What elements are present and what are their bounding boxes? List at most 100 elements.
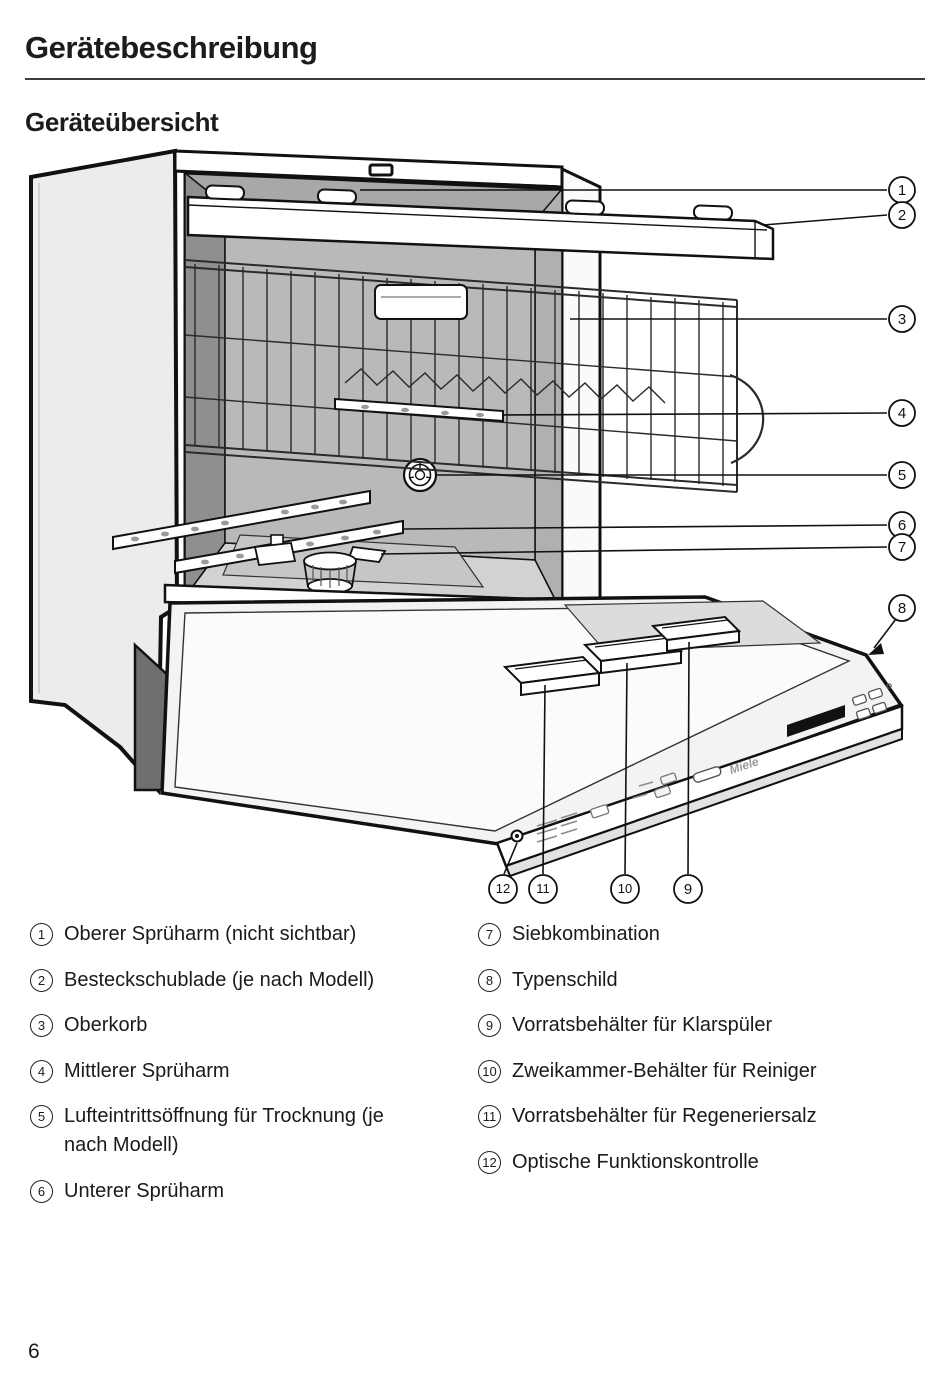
legend-label-7: Siebkombination [512,923,660,945]
legend-num-6: 6 [30,1179,53,1203]
legend-num-10: 10 [478,1059,501,1083]
middle-spray-arm [334,397,504,423]
legend-item-12: 12 Optische Funktionskontrolle [478,1148,930,1177]
legend-num-11: 11 [478,1105,501,1129]
legend-item-1: 1 Oberer Sprüharm (nicht sichtbar) [30,920,478,949]
callout-5: 5 [888,461,916,489]
leader-line-12 [503,842,518,875]
leader-line-7 [380,546,888,555]
rinse-aid-container-lid [650,615,742,653]
page-header: Gerätebeschreibung Geräteübersicht [25,30,925,138]
leader-line-4 [501,412,888,416]
legend-num-8: 8 [478,968,501,992]
legend-item-9: 9 Vorratsbehälter für Klarspüler [478,1011,930,1040]
svg-text:1: 1 [898,182,906,199]
svg-text:5: 5 [898,467,906,484]
leader-line-2 [762,214,888,226]
svg-text:11: 11 [536,881,550,896]
callout-1: 1 [888,176,916,204]
callout-7: 7 [888,533,916,561]
leader-line-11 [542,684,546,875]
legend-num-3: 3 [30,1014,53,1038]
panel-micro-text [536,812,578,843]
indicator-lights [632,772,677,799]
leader-line-10 [624,662,628,875]
legend-item-3: 3 Oberkorb [30,1011,478,1040]
legend-num-7: 7 [478,923,501,946]
leader-lines [360,189,897,875]
legend-left-column: 1 Oberer Sprüharm (nicht sichtbar) 2 Beste… [30,920,478,1222]
svg-text:6: 6 [898,517,906,534]
legend-num-5: 5 [30,1105,53,1129]
salt-container-lid [502,655,602,697]
legend-item-10: 10 Zweikammer-Behälter für Reiniger [478,1057,930,1086]
svg-text:7: 7 [898,539,906,556]
section-title: Geräteübersicht [25,107,219,137]
header-rule [25,78,925,80]
page-title: Gerätebeschreibung [25,30,318,65]
legend-item-6: 6 Unterer Sprüharm [30,1177,478,1206]
callout-2: 2 [888,201,916,229]
basket-handle-plate [374,284,468,320]
tub-right-wall [534,186,563,614]
panel-buttons [851,683,892,720]
legend-num-2: 2 [30,968,53,992]
dishwasher-diagram: Miele [25,145,925,905]
legend-label-11: Vorratsbehälter für Regeneriersalz [512,1105,817,1128]
callout-9: 9 [673,874,703,904]
legend-item-5: 5 Lufteintrittsöffnung für Trocknung (je … [30,1102,478,1159]
legend-num-9: 9 [478,1014,501,1038]
callout-3: 3 [888,305,916,333]
svg-text:9: 9 [684,881,692,898]
legend-label-12: Optische Funktionskontrolle [512,1150,759,1173]
svg-text:3: 3 [898,311,906,328]
svg-text:8: 8 [898,600,906,617]
dishwasher-illustration: Miele [29,148,916,904]
callout-12: 12 [488,874,518,904]
cutlery-drawer [186,184,775,261]
legend-label-2: Besteckschublade (je nach Modell) [64,968,375,991]
legend-label-1: Oberer Sprüharm (nicht sichtbar) [64,923,357,945]
callout-markers: 1 2 3 4 5 6 7 8 9 10 11 12 [488,176,916,904]
inlet-fitting [253,534,297,566]
callout-4: 4 [888,399,916,427]
leader-line-8 [873,618,897,649]
legend-item-11: 11 Vorratsbehälter für Regeneriersalz [478,1102,930,1131]
svg-text:10: 10 [618,881,632,896]
control-panel-strip: Miele [495,683,904,878]
svg-text:2: 2 [898,207,906,224]
legend-item-2: 2 Besteckschublade (je nach Modell) [30,966,478,995]
floor-rail [112,489,371,551]
leader-arrowhead-8 [868,643,884,655]
svg-text:12: 12 [496,881,510,896]
callout-8: 8 [888,594,916,622]
legend-label-6: Unterer Sprüharm [64,1179,225,1202]
legend-num-12: 12 [478,1150,501,1174]
door-latch [368,163,394,177]
filter-combination [303,546,387,594]
leader-line-9 [687,641,690,875]
legend-label-8: Typenschild [512,968,618,991]
open-door: Miele [160,595,904,878]
legend-item-7: 7 Siebkombination [478,920,930,949]
upper-basket [184,259,765,493]
detergent-container-lid [582,633,684,675]
legend-num-4: 4 [30,1059,53,1083]
display-window [787,705,845,737]
callout-10: 10 [610,874,640,904]
legend-label-9: Vorratsbehälter für Klarspüler [512,1014,773,1037]
parts-legend: 1 Oberer Sprüharm (nicht sichtbar) 2 Beste… [30,920,930,1222]
legend-item-8: 8 Typenschild [478,966,930,995]
svg-text:4: 4 [898,405,906,422]
door-grip-recess [692,766,722,783]
leader-line-6 [402,524,888,530]
legend-label-10: Zweikammer-Behälter für Reiniger [512,1059,817,1082]
page-number: 6 [28,1340,40,1363]
callout-11: 11 [528,874,558,904]
legend-label-5: Lufteintrittsöffnung für Trocknung (je n… [64,1105,384,1156]
legend-label-3: Oberkorb [64,1014,148,1037]
legend-num-1: 1 [30,923,53,946]
